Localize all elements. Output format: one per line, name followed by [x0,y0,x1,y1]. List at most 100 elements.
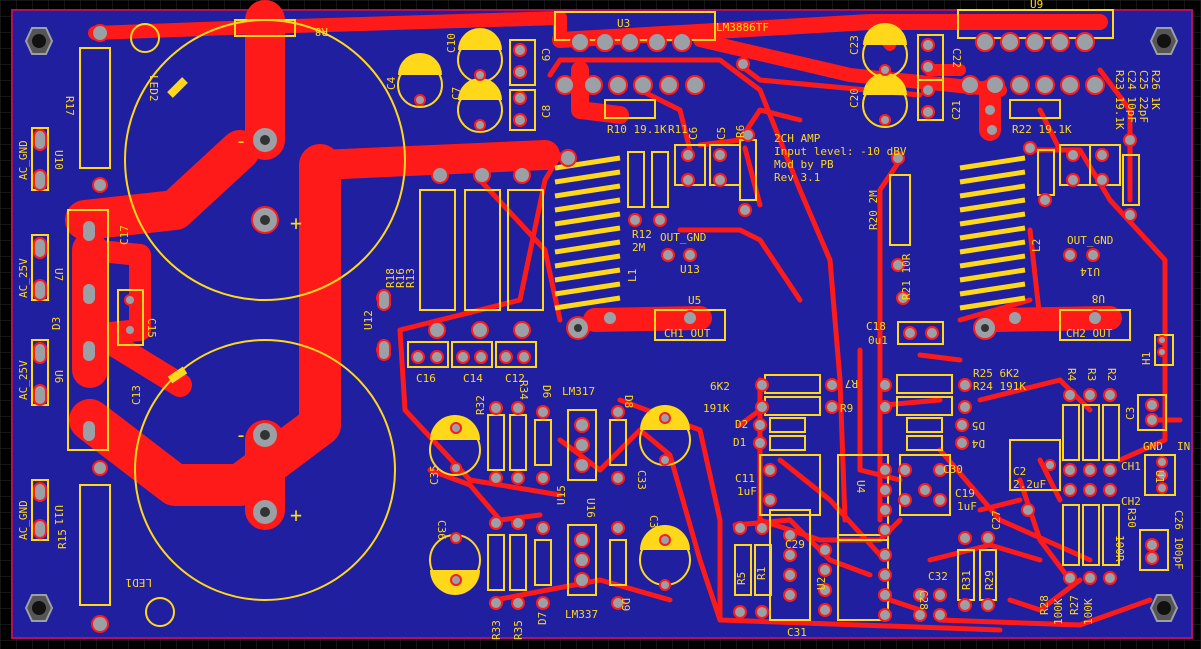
label-ch2: CH2 [1121,495,1141,508]
label-r18: R18 [384,268,397,288]
label-h1: H1 [1140,352,1153,365]
drill-holes [260,135,989,517]
label-r1: R1 [755,567,768,580]
label-d5: D5 [972,419,985,432]
label-ac-gnd-top: AC_GND [17,140,30,180]
label-ac25v-bottom: AC_25V [17,360,30,400]
c13-plus-mark: + [290,503,302,527]
label-c35: C35 [428,465,441,485]
label-r4: R4 [1065,368,1078,382]
label-u12: U12 [362,310,375,330]
label-c21: C21 [950,100,963,120]
label-u14: U14 [1080,265,1100,278]
label-d8: D8 [622,395,635,408]
label-c13: C13 [130,385,143,405]
label-c36: C36 [435,520,448,540]
label-r20: R20 2M [867,190,880,230]
label-ac-gnd-bottom: AC_GND [17,500,30,540]
label-r8: R8 [315,25,328,38]
label-r11: R11 [668,123,688,136]
label-out-gnd-2: OUT_GND [1067,234,1113,247]
board-title-line3: Mod by PB [774,158,834,171]
label-led1: LED1 [126,576,153,589]
label-c9: C9 [539,48,552,61]
label-u11: U11 [52,505,65,525]
label-6k2: 6K2 [710,380,730,393]
pads-layer [91,24,1168,633]
label-r5: R5 [735,572,748,585]
label-c23: C23 [848,35,861,55]
label-c2-value: 2.2uF [1013,478,1046,491]
label-r30-value: 100R [1113,535,1126,562]
label-c33: C33 [635,470,648,490]
label-c24: C24 10pF [1125,70,1138,123]
label-r9: R9 [840,402,853,415]
label-c4: C4 [385,76,398,90]
label-lm337: LM337 [565,608,598,621]
label-lm317: LM317 [562,385,595,398]
label-r17: R17 [63,96,76,116]
label-u16: U16 [584,498,597,518]
label-r26: R26 1K [1149,70,1162,110]
label-r31: R31 [960,570,973,590]
label-r6: R6 [734,125,747,138]
label-u2: U2 [815,577,828,590]
board-title-line4: Rev 3.1 [774,171,820,184]
connector-pads [33,129,391,539]
label-r32: R32 [474,395,487,415]
label-c15: C15 [145,318,158,338]
label-u1: U1 [1153,470,1166,483]
label-gnd: GND [1143,440,1163,453]
label-u9: U9 [1030,0,1043,11]
label-u7: U7 [52,268,65,281]
label-c16: C16 [416,372,436,385]
label-d2: D2 [735,418,748,431]
mounting-holes [24,27,1179,622]
label-c32: C32 [928,570,948,583]
label-d9: D9 [619,598,632,611]
label-d6: D6 [540,385,553,398]
label-l1: L1 [626,269,639,282]
label-c19-value: 1uF [957,500,977,513]
label-ch2-out: CH2_OUT [1066,327,1113,340]
label-l2: L2 [1030,239,1043,252]
label-r25: R25 6K2 [973,367,1019,380]
label-d7: D7 [536,612,549,625]
label-c31: C31 [787,626,807,639]
label-c34: C34 [647,515,660,535]
label-r21: R21 10R [900,253,913,300]
label-r33: R33 [490,620,503,640]
label-ac25v-top: AC_25V [17,258,30,298]
label-c18-value: 0u1 [868,334,888,347]
label-c27: C27 [990,510,1003,530]
label-u3-part: LM3886TF [716,21,769,34]
label-r3: R3 [1085,368,1098,381]
label-r23: R23 19.1K [1113,70,1126,130]
label-u8: U8 [1092,292,1105,305]
c17-plus-mark: + [290,211,302,235]
label-r22: R22 19.1K [1012,123,1072,136]
label-r27-value: 100K [1082,598,1095,625]
label-c3: C3 [1124,407,1137,420]
label-r7: R7 [845,377,858,390]
board-title-line1: 2CH AMP [774,132,821,145]
label-191k: 191K [703,402,730,415]
label-r12-value: 2M [632,241,646,254]
label-r15: R15 [56,529,69,549]
label-u3: U3 [617,17,630,30]
label-in: IN [1177,440,1190,453]
c13-minus-mark: - [235,423,247,447]
label-r10: R10 19.1K [607,123,667,136]
label-d4: D4 [971,437,985,450]
label-r35: R35 [512,620,525,640]
label-c11-value: 1uF [737,485,757,498]
label-c28: C28 [917,590,930,610]
label-r34: R34 [517,380,530,400]
label-r2: R2 [1105,368,1118,381]
label-u5: U5 [688,294,701,307]
label-c11: C11 [735,472,755,485]
label-r16: R16 [394,268,407,288]
label-d3: D3 [50,317,63,330]
label-led2: LED2 [147,75,160,102]
